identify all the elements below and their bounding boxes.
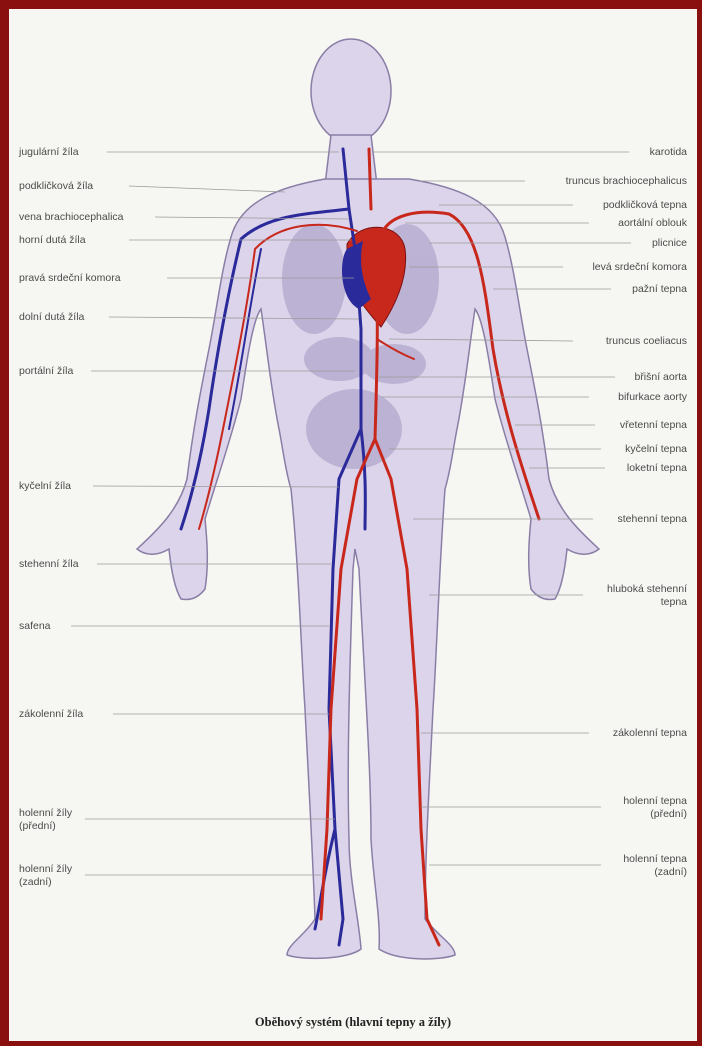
label-superior-vena-cava: horní dutá žíla [19, 234, 86, 247]
figure-frame: jugulární žíla podkličková žíla vena bra… [9, 9, 697, 1041]
label-iliac-artery: kyčelní tepna [625, 443, 687, 456]
label-popliteal-vein: zákolenní žíla [19, 708, 83, 721]
label-anterior-tibial-artery: holenní tepna (přední) [623, 795, 687, 820]
label-celiac-trunk: truncus coeliacus [606, 335, 687, 348]
label-right-ventricle: pravá srdeční komora [19, 272, 121, 285]
label-pulmonary-artery: plicnice [652, 237, 687, 250]
label-carotid: karotida [650, 146, 687, 159]
label-abdominal-aorta: břišní aorta [634, 371, 687, 384]
label-posterior-tibial-artery: holenní tepna (zadní) [623, 853, 687, 878]
label-portal-vein: portální žíla [19, 365, 73, 378]
label-subclavian-vein: podkličková žíla [19, 180, 93, 193]
label-saphenous-vein: safena [19, 620, 51, 633]
label-posterior-tibial-veins: holenní žíly (zadní) [19, 863, 72, 888]
label-deep-femoral-artery: hluboká stehenní tepna [607, 583, 687, 608]
label-iliac-vein: kyčelní žíla [19, 480, 71, 493]
label-brachiocephalic-vein: vena brachiocephalica [19, 211, 124, 224]
label-ulnar-artery: loketní tepna [627, 462, 687, 475]
label-femoral-artery: stehenní tepna [618, 513, 687, 526]
label-brachiocephalic-trunk: truncus brachiocephalicus [566, 175, 687, 188]
label-left-ventricle: levá srdeční komora [592, 261, 687, 274]
label-radial-artery: vřetenní tepna [620, 419, 687, 432]
label-inferior-vena-cava: dolní dutá žíla [19, 311, 84, 324]
label-brachial-artery: pažní tepna [632, 283, 687, 296]
label-popliteal-artery: zákolenní tepna [613, 727, 687, 740]
label-subclavian-artery: podkličková tepna [603, 199, 687, 212]
label-jugular-vein: jugulární žíla [19, 146, 79, 159]
label-aortic-bifurcation: bifurkace aorty [618, 391, 687, 404]
circulatory-figure [9, 9, 697, 1041]
figure-caption: Oběhový systém (hlavní tepny a žíly) [9, 1015, 697, 1030]
label-femoral-vein: stehenní žíla [19, 558, 79, 571]
label-anterior-tibial-veins: holenní žíly (přední) [19, 807, 72, 832]
label-aortic-arch: aortální oblouk [618, 217, 687, 230]
